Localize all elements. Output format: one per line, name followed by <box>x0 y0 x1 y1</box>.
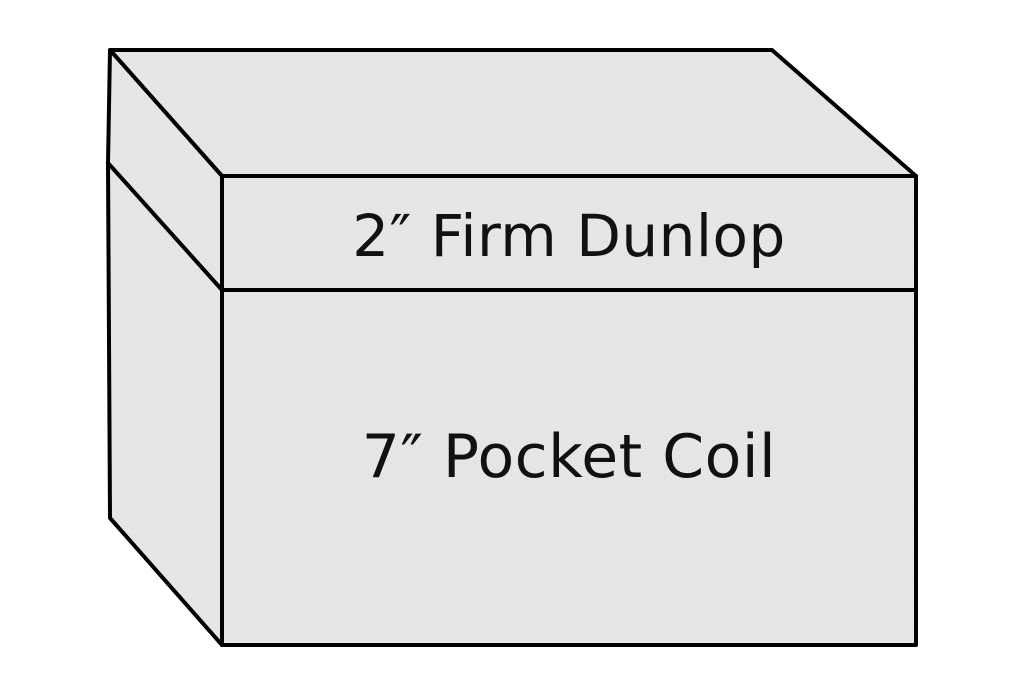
bottom-layer-label: 7″ Pocket Coil <box>361 422 777 492</box>
front-top-layer-face <box>220 174 918 292</box>
top-layer-label: 2″ Firm Dunlop <box>352 202 786 270</box>
left-side-layer-edge <box>106 161 224 292</box>
front-bottom-layer-face <box>220 288 918 647</box>
left-side-face <box>106 48 224 647</box>
top-face <box>108 48 918 178</box>
